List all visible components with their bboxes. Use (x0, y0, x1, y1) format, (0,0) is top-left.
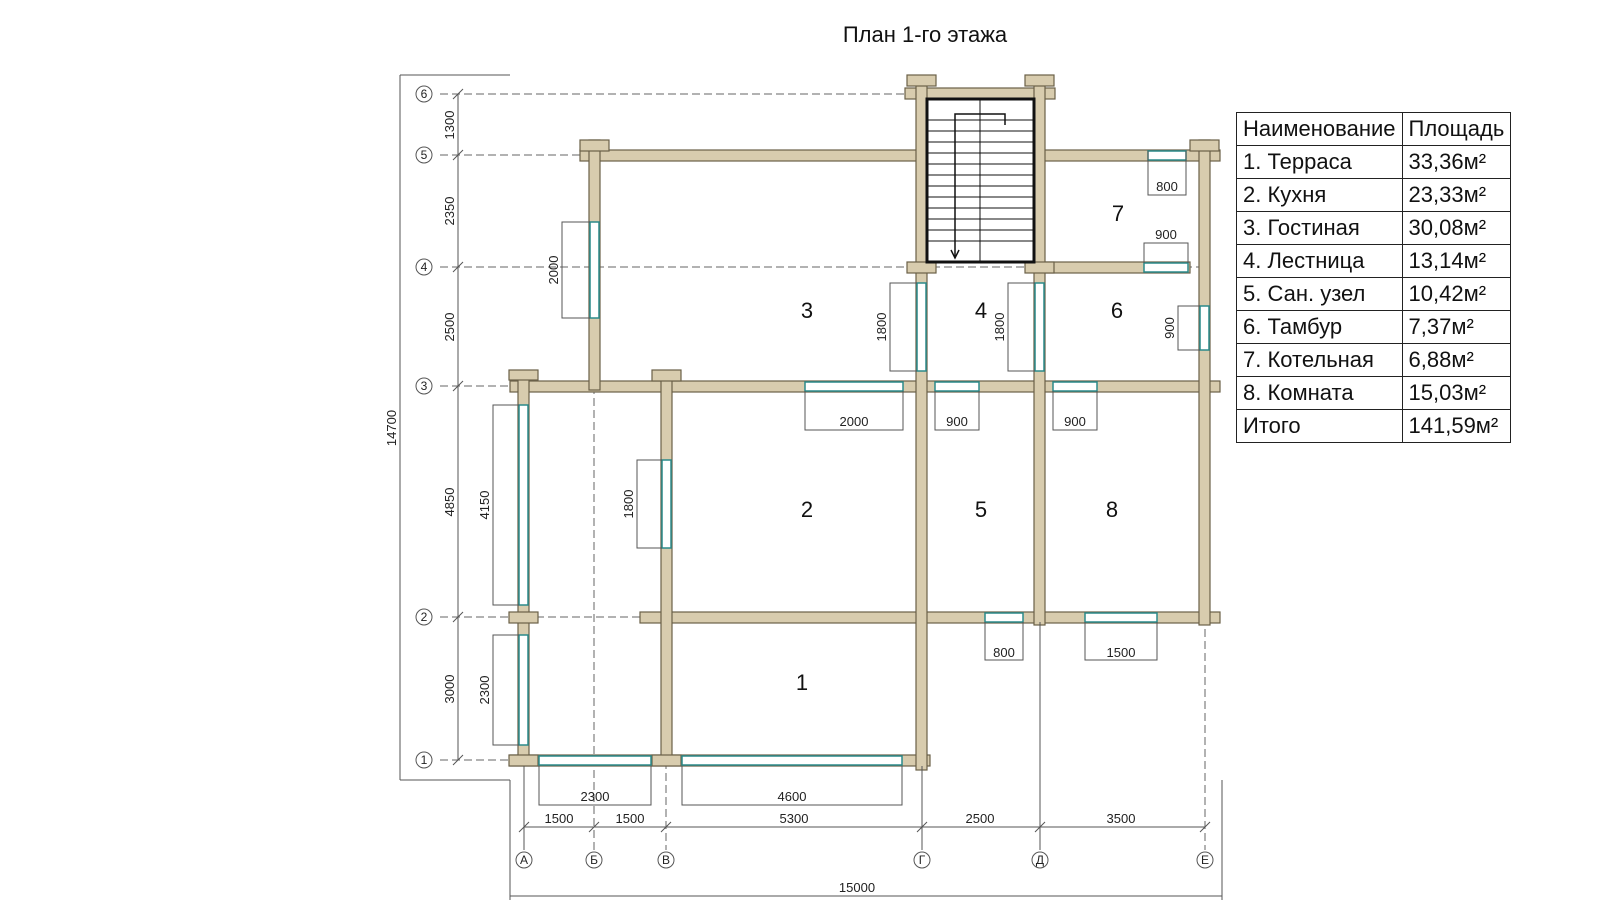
legend-room-area: 15,03м² (1401, 376, 1512, 410)
legend-row: 5. Сан. узел 10,42м² (1236, 277, 1512, 311)
staircase (925, 97, 1036, 264)
dim-window-1500: 1500 (1107, 645, 1136, 660)
left-dimension-chain: 3000 4850 2500 2350 1300 14700 (384, 74, 510, 781)
axis-row-6: 6 (421, 87, 428, 101)
dim-window-4600: 4600 (778, 789, 807, 804)
axis-row-5: 5 (421, 148, 428, 162)
dim-left-4850: 4850 (442, 488, 457, 517)
room-8-label: 8 (1106, 497, 1118, 522)
room-3-label: 3 (801, 298, 813, 323)
dim-window-800-bottom: 800 (993, 645, 1015, 660)
dim-window-1800-b: 1800 (992, 313, 1007, 342)
legend-room-name: 3. Гостиная (1236, 211, 1403, 245)
dim-window-900-a: 900 (946, 414, 968, 429)
legend-row: 2. Кухня 23,33м² (1236, 178, 1512, 212)
axis-row-4: 4 (421, 260, 428, 274)
legend-row: 6. Тамбур 7,37м² (1236, 310, 1512, 344)
plan-title: План 1-го этажа (842, 22, 1008, 47)
window-dim-lines (492, 151, 1200, 806)
window-dim-labels: 2300 4600 2000 900 900 800 1500 800 900 … (477, 179, 1178, 804)
room-numbers: 1 2 3 4 5 6 7 8 (796, 201, 1124, 695)
dim-left-3000: 3000 (442, 675, 457, 704)
legend-room-name: 4. Лестница (1236, 244, 1403, 278)
legend-total-row: Итого 141,59м² (1236, 409, 1512, 443)
dim-left-2500: 2500 (442, 313, 457, 342)
legend-header-area: Площадь (1401, 112, 1512, 146)
area-legend-table: Наименование Площадь 1. Терраса 33,36м² … (1236, 112, 1512, 443)
dim-window-800-top: 800 (1156, 179, 1178, 194)
legend-room-name: 7. Котельная (1236, 343, 1403, 377)
legend-room-area: 7,37м² (1401, 310, 1512, 344)
legend-total-area: 141,59м² (1401, 409, 1512, 443)
axis-lines (440, 93, 1210, 850)
legend-row: 7. Котельная 6,88м² (1236, 343, 1512, 377)
dim-bottom-total: 15000 (839, 880, 875, 895)
legend-room-name: 1. Терраса (1236, 145, 1403, 179)
dim-window-900-b: 900 (1064, 414, 1086, 429)
wall-posts (508, 74, 1220, 767)
axis-row-2: 2 (421, 610, 428, 624)
legend-total-label: Итого (1236, 409, 1403, 443)
legend-row: 1. Терраса 33,36м² (1236, 145, 1512, 179)
axis-col-g: Г (919, 853, 926, 867)
dim-window-1800-left: 1800 (621, 490, 636, 519)
legend-room-name: 8. Комната (1236, 376, 1403, 410)
dim-bottom-5300: 5300 (780, 811, 809, 826)
dim-window-2300-left: 2300 (477, 676, 492, 705)
legend-row: 8. Комната 15,03м² (1236, 376, 1512, 410)
dim-left-1300: 1300 (442, 111, 457, 140)
axis-col-e: Е (1201, 853, 1209, 867)
legend-room-name: 2. Кухня (1236, 178, 1403, 212)
axis-col-d: Д (1036, 853, 1044, 867)
legend-row: 3. Гостиная 30,08м² (1236, 211, 1512, 245)
dim-window-2000-vert: 2000 (546, 256, 561, 285)
dim-left-2350: 2350 (442, 197, 457, 226)
axis-col-b: Б (590, 853, 598, 867)
column-axis-markers: А Б В Г Д Е (515, 851, 1214, 869)
legend-row: 4. Лестница 13,14м² (1236, 244, 1512, 278)
legend-room-area: 30,08м² (1401, 211, 1512, 245)
dim-window-900-top: 900 (1155, 227, 1177, 242)
room-6-label: 6 (1111, 298, 1123, 323)
room-1-label: 1 (796, 670, 808, 695)
room-7-label: 7 (1112, 201, 1124, 226)
room-4-label: 4 (975, 298, 987, 323)
axis-row-3: 3 (421, 379, 428, 393)
axis-col-a: А (520, 853, 528, 867)
legend-room-area: 10,42м² (1401, 277, 1512, 311)
windows (518, 150, 1210, 766)
dim-bottom-1500-b: 1500 (616, 811, 645, 826)
room-5-label: 5 (975, 497, 987, 522)
legend-room-area: 6,88м² (1401, 343, 1512, 377)
dim-window-900-right: 900 (1162, 317, 1177, 339)
dim-window-2300-bottom: 2300 (581, 789, 610, 804)
axis-col-v: В (662, 853, 670, 867)
legend-room-area: 23,33м² (1401, 178, 1512, 212)
legend-header-row: Наименование Площадь (1236, 112, 1512, 146)
legend-room-name: 6. Тамбур (1236, 310, 1403, 344)
legend-header-name: Наименование (1236, 112, 1403, 146)
dim-bottom-2500: 2500 (966, 811, 995, 826)
dim-left-total: 14700 (384, 410, 399, 446)
dim-window-1800-a: 1800 (874, 313, 889, 342)
dim-window-2000: 2000 (840, 414, 869, 429)
legend-room-name: 5. Сан. узел (1236, 277, 1403, 311)
dim-bottom-3500: 3500 (1107, 811, 1136, 826)
axis-row-1: 1 (421, 753, 428, 767)
legend-room-area: 33,36м² (1401, 145, 1512, 179)
bottom-dimension-chain: 1500 1500 5300 2500 3500 15000 (509, 622, 1223, 900)
room-2-label: 2 (801, 497, 813, 522)
dim-bottom-1500-a: 1500 (545, 811, 574, 826)
legend-room-area: 13,14м² (1401, 244, 1512, 278)
row-axis-markers: 6 5 4 3 2 1 (415, 85, 433, 769)
dim-window-4150: 4150 (477, 491, 492, 520)
